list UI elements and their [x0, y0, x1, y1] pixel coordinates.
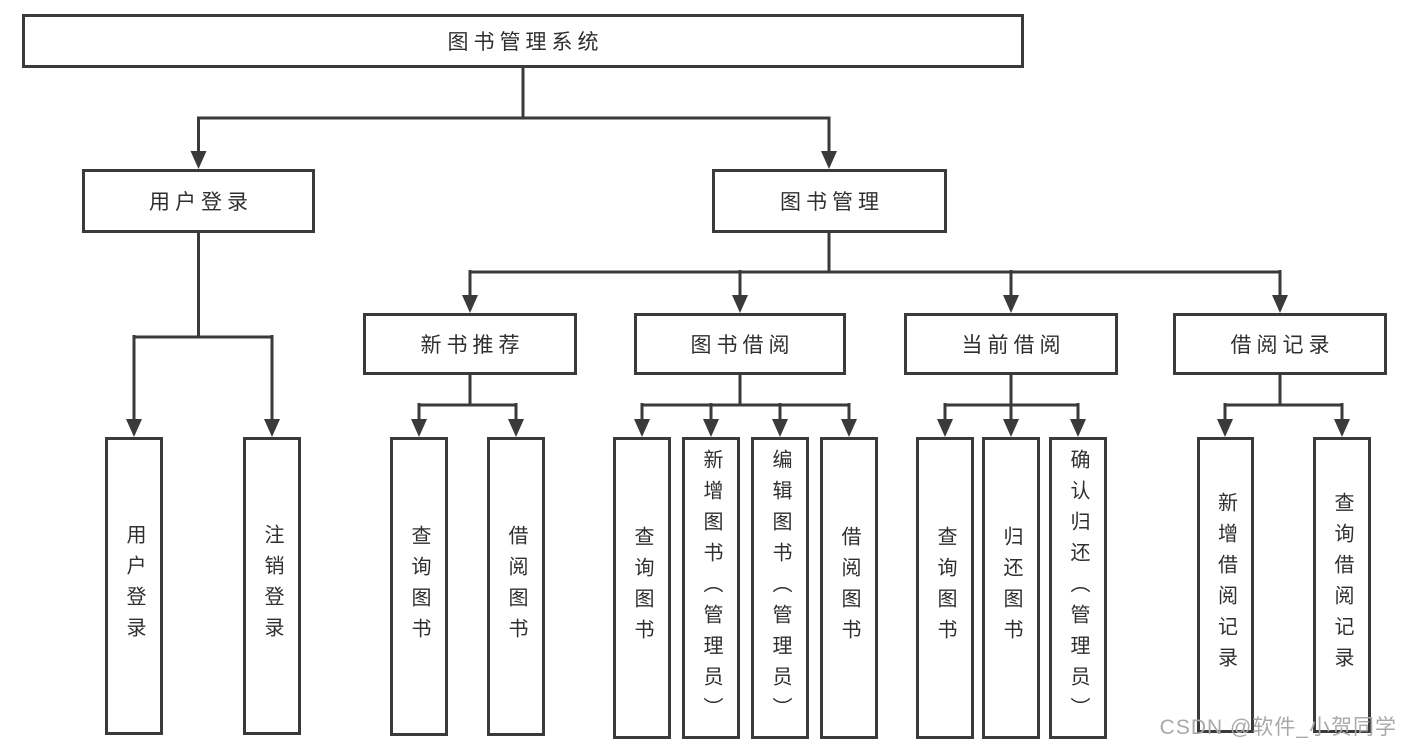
arrowhead-bb-query: [634, 419, 650, 437]
node-label: 新增借阅记录: [1214, 492, 1237, 678]
leaf-newbook-query-books: 查询图书: [390, 437, 448, 736]
arrowhead-nb-borrow: [508, 419, 524, 437]
node-label: 新书推荐: [420, 334, 525, 357]
arrowhead-bb-add: [703, 419, 719, 437]
connector-user-login-to-leaves: [132, 233, 274, 421]
arrowhead-borrow-records: [1272, 295, 1288, 313]
leaf-borrowing-add-books-admin: 新增图书（管理员）: [682, 437, 740, 739]
csdn-watermark: CSDN @软件_小贺同学: [1159, 716, 1397, 739]
arrowhead-bb-borrow: [841, 419, 857, 437]
node-label: 注销登录: [261, 524, 283, 648]
node-library-management-system: 图书管理系统: [22, 14, 1024, 68]
node-label: 借阅图书: [838, 526, 860, 650]
node-label: 查询借阅记录: [1331, 492, 1353, 678]
node-borrow-records: 借阅记录: [1173, 313, 1387, 375]
arrowhead-leaf-user-login: [126, 419, 142, 437]
arrowhead-cb-confirm: [1070, 419, 1086, 437]
node-label: 查询图书: [934, 526, 956, 650]
node-label: 编辑图书（管理员）: [769, 448, 791, 728]
leaf-current-return-books: 归还图书: [982, 437, 1040, 739]
node-label: 查询图书: [631, 526, 653, 650]
node-label: 图书管理: [780, 191, 884, 214]
connector-root-to-level2: [197, 68, 831, 153]
node-new-book-recommend: 新书推荐: [363, 313, 577, 375]
leaf-borrowing-edit-books-admin: 编辑图书（管理员）: [751, 437, 809, 739]
node-label: 归还图书: [1000, 526, 1022, 650]
node-current-borrowing: 当前借阅: [904, 313, 1118, 375]
leaf-borrowing-query-books: 查询图书: [613, 437, 671, 739]
node-book-management: 图书管理: [712, 169, 947, 233]
leaf-records-add-record: 新增借阅记录: [1197, 437, 1254, 733]
node-label: 查询图书: [408, 524, 430, 649]
arrowhead-bb-edit: [772, 419, 788, 437]
node-label: 图书借阅: [690, 334, 795, 357]
arrowhead-new-book: [462, 295, 478, 313]
node-book-borrowing: 图书借阅: [634, 313, 846, 375]
arrowhead-leaf-logout: [264, 419, 280, 437]
arrowhead-user-login: [190, 151, 207, 169]
arrowhead-book-borrowing: [732, 295, 748, 313]
leaf-current-query-books: 查询图书: [916, 437, 974, 739]
node-label: 图书管理系统: [447, 31, 604, 54]
connector-new-book-to-leaves: [417, 375, 518, 421]
connector-book-borrowing-to-leaves: [640, 375, 851, 421]
leaf-logout: 注销登录: [243, 437, 301, 735]
leaf-borrowing-borrow-books: 借阅图书: [820, 437, 878, 739]
arrowhead-cb-query: [937, 419, 953, 437]
node-label: 借阅图书: [505, 524, 527, 649]
connector-borrow-records-to-leaves: [1223, 375, 1344, 421]
leaf-current-confirm-return-admin: 确认归还（管理员）: [1049, 437, 1107, 739]
node-label: 用户登录: [149, 191, 253, 214]
node-label: 确认归还（管理员）: [1067, 448, 1089, 728]
arrowhead-cb-return: [1003, 419, 1019, 437]
arrowhead-br-query: [1334, 419, 1350, 437]
node-user-login: 用户登录: [82, 169, 315, 233]
connector-book-management-to-level3: [468, 233, 1282, 297]
leaf-user-login: 用户登录: [105, 437, 163, 735]
connector-current-borrowing-to-leaves: [943, 375, 1080, 421]
arrowhead-br-add: [1217, 419, 1233, 437]
leaf-records-query-record: 查询借阅记录: [1313, 437, 1371, 733]
arrowhead-nb-query: [411, 419, 427, 437]
node-label: 用户登录: [123, 524, 145, 648]
node-label: 新增图书（管理员）: [700, 448, 722, 728]
arrowhead-current-borrowing: [1003, 295, 1019, 313]
node-label: 借阅记录: [1230, 334, 1335, 357]
leaf-newbook-borrow-books: 借阅图书: [487, 437, 545, 736]
arrowhead-book-management: [821, 151, 837, 169]
node-label: 当前借阅: [961, 334, 1066, 357]
